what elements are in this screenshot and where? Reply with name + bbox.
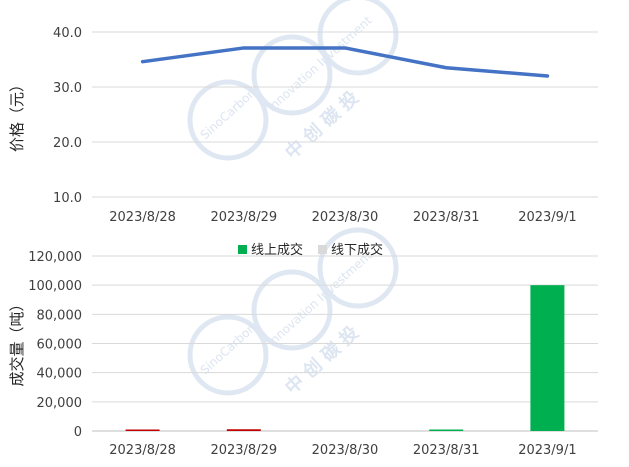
volume-y-tick-label: 100,000 (28, 279, 82, 294)
price-x-tick-label: 2023/8/28 (109, 210, 176, 225)
volume-y-tick-label: 80,000 (37, 308, 83, 323)
price-x-tick-label: 2023/8/29 (210, 210, 277, 225)
price-y-tick-label: 10.0 (53, 191, 82, 206)
legend-label: 线下成交 (331, 242, 383, 258)
price-x-tick-label: 2023/8/31 (413, 210, 480, 225)
price-y-axis-label: 价格（元） (8, 77, 26, 152)
volume-legend: 线上成交 线下成交 (238, 242, 383, 258)
watermark-ring (317, 227, 399, 309)
volume-gridlines (92, 255, 598, 432)
watermark-brand: SinoCarbon (198, 86, 259, 143)
price-x-ticks: 2023/8/28 2023/8/29 2023/8/30 2023/8/31 2023… (109, 210, 576, 225)
volume-y-axis-label: 成交量（吨） (8, 296, 26, 386)
price-gridlines (92, 31, 598, 198)
volume-bars (125, 285, 565, 431)
volume-bar (125, 429, 160, 431)
volume-bar (226, 429, 261, 431)
watermark-top: SinoCarbon Innovation Investment 中 创 碳 投 (187, 0, 399, 164)
price-y-tick-label: 40.0 (53, 26, 82, 41)
volume-y-tick-label: 20,000 (37, 396, 83, 411)
volume-x-tick-label: 2023/8/30 (312, 443, 379, 458)
legend-swatch (238, 245, 247, 254)
volume-y-tick-label: 40,000 (37, 367, 83, 382)
watermark-brand: SinoCarbon (198, 321, 259, 378)
volume-x-tick-label: 2023/8/31 (413, 443, 480, 458)
price-x-tick-label: 2023/9/1 (518, 210, 576, 225)
price-point (142, 61, 144, 63)
price-y-ticks: 10.0 20.0 30.0 40.0 (53, 26, 82, 206)
price-y-tick-label: 20.0 (53, 136, 82, 151)
legend-swatch (318, 245, 327, 254)
watermark-ring (317, 0, 399, 76)
price-point (445, 67, 447, 69)
price-point (344, 47, 346, 49)
volume-bar (530, 285, 565, 431)
volume-x-tick-label: 2023/8/29 (210, 443, 277, 458)
volume-x-ticks: 2023/8/28 2023/8/29 2023/8/30 2023/8/31 2023… (109, 443, 576, 458)
volume-y-ticks: 0 20,000 40,000 60,000 80,000 100,000 120,000 (28, 250, 82, 440)
price-y-tick-label: 30.0 (53, 81, 82, 96)
watermark-ring (187, 79, 269, 161)
volume-y-tick-label: 60,000 (37, 338, 83, 353)
price-point (546, 75, 548, 77)
watermark-ring (187, 314, 269, 396)
watermark-ring (251, 34, 333, 116)
price-point (243, 47, 245, 49)
volume-chart: 020,00040,00060,00080,000100,000120,000 … (8, 242, 598, 458)
price-x-tick-label: 2023/8/30 (312, 210, 379, 225)
volume-x-tick-label: 2023/9/1 (518, 443, 576, 458)
volume-y-tick-label: 0 (74, 425, 82, 440)
volume-y-tick-label: 120,000 (28, 250, 82, 265)
volume-x-tick-label: 2023/8/28 (109, 443, 176, 458)
volume-bar (429, 429, 464, 431)
legend-label: 线上成交 (251, 242, 303, 258)
watermark-ring (251, 269, 333, 351)
price-series (140, 46, 550, 78)
